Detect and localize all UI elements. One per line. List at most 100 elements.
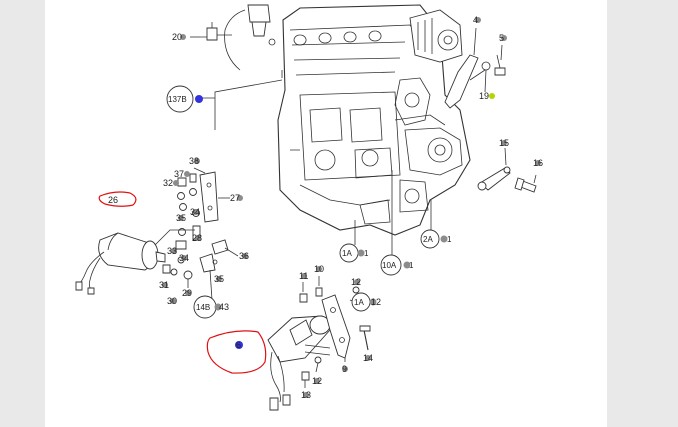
diagram-sheet [45,0,607,427]
callout-5: 5 [499,33,504,43]
marker-29 [185,290,191,296]
callout-1-b: 1 [409,261,414,270]
callout-10A: 10A [382,261,397,270]
alternator-bracket [444,27,479,109]
callout-1A-b: 1A [354,298,364,307]
callout-137B: 137B [168,95,187,104]
callout-35a: 35 [176,213,186,223]
callout-28: 28 [192,233,202,243]
callout-1-c: 1 [447,235,452,244]
marker-4 [475,17,481,23]
marker-36 [242,253,248,259]
bracket-9 [321,294,359,362]
callout-1A: 1A [342,249,352,258]
callout-35b: 35 [214,274,224,284]
linkage-36 [183,239,239,301]
marker-2A [440,235,448,243]
marker-34a [193,209,199,215]
marker-13 [303,392,309,398]
marker-14 [365,355,371,361]
callout-16: 16 [533,158,543,168]
callout-19: 19 [479,91,489,101]
bolt-16 [514,174,537,193]
marker-15 [501,140,507,146]
marker-10A [403,261,411,269]
marker-9 [342,366,348,372]
marker-dots [162,17,541,398]
red-highlight-26 [98,191,137,207]
callout-27: 27 [230,193,240,203]
red-highlight-6 [206,330,267,374]
marker-32 [173,180,179,186]
marker-34b [181,255,187,261]
marker-16 [535,160,541,166]
callout-6: 6 [236,340,241,350]
marker-31 [162,282,168,288]
sender-20 [190,22,232,41]
sensor-top [224,4,283,78]
callout-34a: 34 [190,207,200,217]
callout-4: 4 [473,15,478,25]
leader-137B [200,79,283,130]
marker-10 [316,266,322,272]
callout-34b: 34 [179,253,189,263]
callout-43: 43 [219,302,229,312]
callout-13: 13 [301,390,311,400]
callout-14B: 14B [196,303,210,312]
marker-20 [180,34,186,40]
callout-20: 20 [172,32,182,42]
marker-137B [195,95,203,103]
callout-37: 37 [174,169,184,179]
callout-11: 11 [299,271,308,281]
callout-12-c: 12 [312,376,322,386]
callout-32: 32 [163,178,173,188]
marker-1A-12 [369,298,377,306]
callout-26: 26 [108,195,118,205]
callout-9: 9 [342,364,347,374]
fastener-group-left [175,173,201,264]
callout-30: 30 [167,296,177,306]
solenoid-26 [75,232,166,295]
fasteners-bottom [299,276,360,388]
marker-14B [214,303,222,311]
marker-12c [314,378,320,384]
marker-1A [357,249,365,257]
callout-1-a: 1 [364,249,369,258]
nut-31-washer-30 [162,264,178,276]
callout-labels: 20 4 5 19 137B 38 37 32 27 26 35 34 33 2… [108,15,543,400]
marker-38 [194,158,200,164]
marker-19 [489,93,495,99]
marker-28 [195,235,201,241]
washer-19 [481,61,491,71]
alternator [409,9,463,63]
callout-36: 36 [239,251,249,261]
callout-38: 38 [189,156,199,166]
callout-12-b: 12 [371,297,381,307]
callout-33: 33 [167,246,177,256]
callout-2A: 2A [423,235,433,244]
callout-31: 31 [159,280,169,290]
marker-11 [301,273,307,279]
marker-5 [501,35,507,41]
marker-27 [237,195,243,201]
marker-33 [171,248,177,254]
leader-26 [154,229,195,246]
callout-15: 15 [499,138,509,148]
solenoid-6 [267,315,331,411]
leader-19 [469,69,486,81]
marker-12a [354,279,360,285]
lever-15 [477,147,511,191]
marker-35b [216,276,222,282]
bracket-27 [193,167,230,223]
marker-6 [235,341,243,349]
callout-10: 10 [314,264,324,274]
rod-14 [359,325,371,351]
marker-30 [170,298,176,304]
marker-35a [178,215,184,221]
callout-29: 29 [182,288,192,298]
marker-37 [184,171,190,177]
callout-circles [166,85,440,319]
bolt-5 [494,44,506,76]
callout-12-a: 12 [351,277,361,287]
